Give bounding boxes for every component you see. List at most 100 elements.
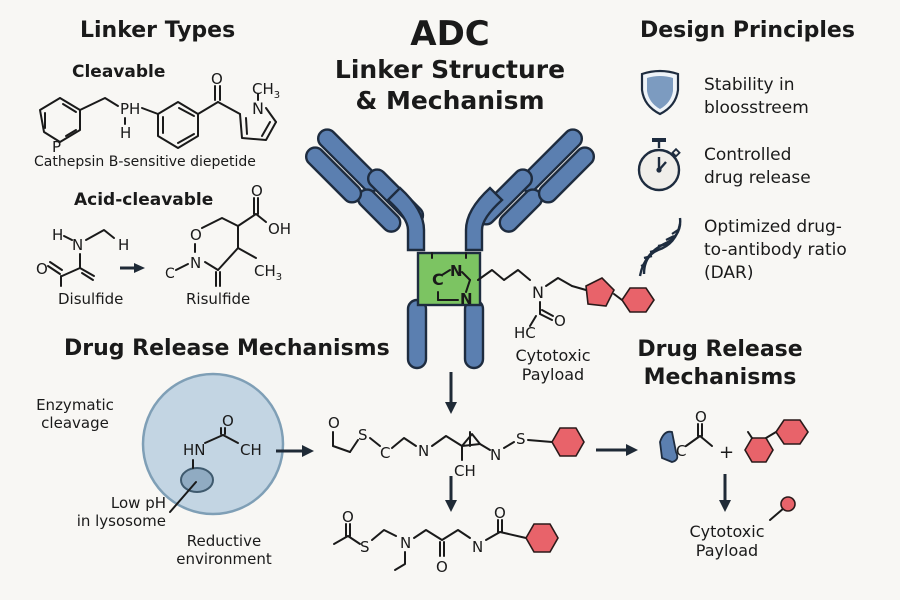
atom-n: N [190, 254, 201, 272]
bond [461, 271, 471, 281]
principle-text: Controlled drug release [704, 144, 811, 190]
atom-o2: O [436, 558, 448, 576]
disulfide-caption: Disulfide [58, 290, 124, 308]
arrowhead [626, 444, 638, 456]
bond [349, 439, 359, 453]
bond [413, 529, 471, 541]
drug-release-right-heading: Drug Release Mechanisms [620, 336, 820, 392]
antibody-heavy-chain-left-upper [304, 146, 363, 204]
bond [85, 229, 115, 241]
heading-line: Mechanisms [643, 365, 797, 390]
title-adc: ADC [410, 14, 490, 54]
atom-s1: S [358, 426, 368, 444]
label-line: cleavage [41, 414, 109, 432]
pointer-line [169, 481, 197, 513]
atom-ch: CH [454, 462, 476, 480]
atom-o: O [328, 414, 340, 432]
arrowhead [445, 500, 457, 512]
bond [65, 129, 77, 137]
bond [81, 272, 94, 281]
atom-hc: HC [514, 324, 536, 342]
bond [79, 267, 95, 277]
principle-dar: Optimized drug- to-antibody ratio (DAR) [636, 214, 896, 294]
atom-c: C [432, 270, 444, 289]
bond [222, 434, 239, 444]
cleavable-structure: P PH H O N CH3 [39, 70, 280, 156]
atom-s: S [360, 538, 370, 556]
principle-line: Optimized drug- [704, 217, 842, 237]
atom-n1: N [400, 534, 411, 552]
bond [255, 213, 267, 223]
inner-vesicle [180, 467, 214, 493]
label-line: Low pH [110, 494, 166, 512]
atom-o: O [554, 312, 566, 330]
bond [529, 315, 537, 327]
bond [177, 133, 195, 144]
atom-c: C [165, 266, 175, 282]
bond [217, 101, 241, 115]
bond [369, 437, 381, 447]
bond [527, 439, 553, 443]
atom-s2: S [516, 430, 526, 448]
bond [332, 445, 351, 453]
bond [204, 261, 219, 271]
risulfide-caption: Risulfide [186, 290, 251, 308]
bond [265, 107, 277, 123]
antibody-payload-label: Cytotoxic Payload [508, 346, 598, 384]
bond [333, 535, 349, 545]
bond [49, 261, 63, 271]
label-line: in lysosome [76, 512, 166, 530]
bond [499, 531, 527, 539]
payload-hexagon-small [744, 437, 774, 463]
bond [613, 293, 623, 301]
acid-cleavable-heading: Acid-cleavable [74, 190, 214, 210]
atom-h1: H [52, 226, 63, 244]
atom-ph: PH [120, 100, 140, 118]
bond [394, 551, 406, 571]
diagram-title: ADC Linker Structure & Mechanism [330, 14, 570, 116]
bond [769, 507, 785, 521]
bond [261, 121, 271, 137]
arrowhead [134, 263, 145, 273]
principle-stability: Stability in bloosstreem [636, 66, 896, 122]
bond [477, 269, 531, 281]
bond [541, 309, 554, 317]
bond [391, 437, 417, 449]
atom-n: N [252, 99, 264, 118]
bond [175, 263, 189, 271]
atom-o: O [36, 260, 48, 278]
vesicle-circle [141, 372, 285, 516]
low-ph-label: Low pH in lysosome [58, 494, 166, 530]
atom-o3: O [494, 504, 506, 522]
bond [747, 431, 753, 439]
bond [237, 213, 257, 227]
payload-molecule-icon [780, 496, 796, 512]
enzymatic-cleavage-label: Enzymatic cleavage [20, 396, 130, 432]
payload-pentagon [585, 277, 615, 307]
label-line: environment [176, 550, 272, 568]
bond [765, 431, 777, 439]
principle-line: bloosstreem [704, 97, 809, 118]
atom-o: O [222, 412, 234, 430]
atom-n3: N [532, 283, 544, 302]
atom-p-ring: P [52, 138, 61, 156]
antibody-fc-right [463, 298, 485, 370]
antibody-fc-left [406, 298, 428, 370]
bond [197, 101, 219, 115]
bond [62, 103, 77, 113]
atom-n1: N [418, 442, 429, 460]
title-linker-structure: Linker Structure [334, 55, 566, 84]
cleaved-linker-upper: O S C N CH N S [328, 414, 585, 480]
atom-oh: OH [268, 220, 291, 238]
bond [539, 313, 553, 321]
bond [61, 267, 81, 277]
bond [245, 117, 248, 135]
design-principles-heading: Design Principles [640, 18, 855, 43]
payload-hexagon [551, 427, 585, 457]
shield-icon [640, 69, 680, 116]
principle-line: to-antibody ratio [704, 239, 847, 260]
plus-sign: + [719, 442, 734, 463]
lysosome-vesicle: HN O CH [141, 372, 285, 516]
reductive-environment-label: Reductive environment [166, 532, 282, 568]
